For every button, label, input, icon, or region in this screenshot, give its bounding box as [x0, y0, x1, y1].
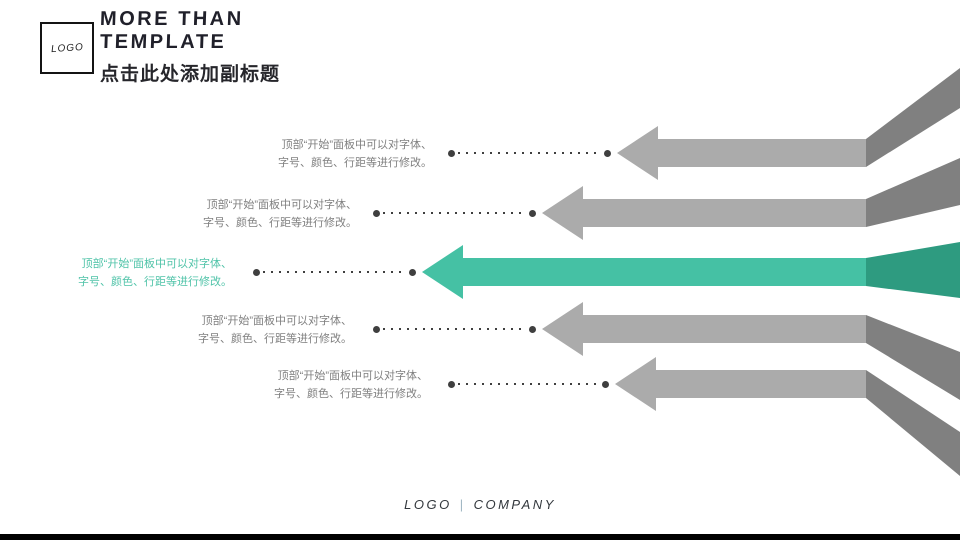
bottom-accent-bar [0, 534, 960, 540]
connector-5-right-dot [602, 380, 609, 388]
arrow-2-shaft [542, 186, 866, 240]
footer-company-text: COMPANY [473, 497, 556, 512]
connector-3-dotted-line [263, 271, 406, 273]
connector-3-left-dot [253, 268, 260, 276]
arrow-1-ribbon [866, 68, 960, 167]
step-text-4-line-1: 顶部“开始”面板中可以对字体、 [201, 315, 352, 327]
arrow-2-ribbon [866, 158, 960, 227]
footer-separator: | [459, 497, 466, 512]
step-text-4[interactable]: 顶部“开始”面板中可以对字体、 字号、颜色、行距等进行修改。 [198, 312, 352, 348]
footer: LOGO | COMPANY [0, 497, 960, 512]
connector-1 [448, 149, 611, 157]
arrow-4-shaft [542, 302, 866, 356]
connector-3 [253, 268, 416, 276]
step-text-5-line-1: 顶部“开始”面板中可以对字体、 [277, 370, 428, 382]
connector-4 [373, 325, 536, 333]
arrow-3-ribbon [866, 242, 960, 298]
connector-1-right-dot [604, 149, 611, 157]
step-text-5-line-2: 字号、颜色、行距等进行修改。 [274, 388, 428, 400]
connector-2-right-dot [529, 209, 536, 217]
logo-text: LOGO [50, 41, 84, 55]
title-line-1: MORE THAN [99, 8, 245, 30]
subtitle-placeholder[interactable]: 点击此处添加副标题 [100, 64, 281, 85]
step-text-1-line-1: 顶部“开始”面板中可以对字体、 [281, 139, 432, 151]
arrow-5-shaft [615, 357, 866, 411]
step-text-3-highlighted[interactable]: 顶部“开始”面板中可以对字体、 字号、颜色、行距等进行修改。 [78, 255, 232, 291]
connector-5 [448, 380, 609, 388]
step-text-2[interactable]: 顶部“开始”面板中可以对字体、 字号、颜色、行距等进行修改。 [203, 196, 357, 232]
arrow-3-shaft [422, 245, 866, 299]
step-text-1[interactable]: 顶部“开始”面板中可以对字体、 字号、颜色、行距等进行修改。 [278, 136, 432, 172]
step-text-2-line-1: 顶部“开始”面板中可以对字体、 [206, 199, 357, 211]
connector-5-dotted-line [458, 383, 599, 385]
step-text-3-line-1: 顶部“开始”面板中可以对字体、 [81, 258, 232, 270]
connector-4-dotted-line [383, 328, 526, 330]
step-text-1-line-2: 字号、颜色、行距等进行修改。 [278, 157, 432, 169]
arrow-1-shaft [617, 126, 866, 180]
title-block[interactable]: MORE THAN TEMPLATE [100, 8, 244, 54]
connector-2-dotted-line [383, 212, 526, 214]
arrow-5-ribbon [866, 370, 960, 476]
title-line-2: TEMPLATE [99, 31, 227, 53]
connector-5-left-dot [448, 380, 455, 388]
connector-3-right-dot [409, 268, 416, 276]
step-text-4-line-2: 字号、颜色、行距等进行修改。 [198, 333, 352, 345]
step-text-2-line-2: 字号、颜色、行距等进行修改。 [203, 217, 357, 229]
step-text-5[interactable]: 顶部“开始”面板中可以对字体、 字号、颜色、行距等进行修改。 [274, 367, 428, 403]
footer-logo-text: LOGO [404, 497, 452, 512]
connector-2-left-dot [373, 209, 380, 217]
connector-4-right-dot [529, 325, 536, 333]
step-text-3-line-2: 字号、颜色、行距等进行修改。 [78, 276, 232, 288]
logo-placeholder-box[interactable]: LOGO [40, 22, 94, 74]
connector-1-dotted-line [458, 152, 601, 154]
connector-4-left-dot [373, 325, 380, 333]
connector-1-left-dot [448, 149, 455, 157]
connector-2 [373, 209, 536, 217]
arrow-4-ribbon [866, 315, 960, 400]
